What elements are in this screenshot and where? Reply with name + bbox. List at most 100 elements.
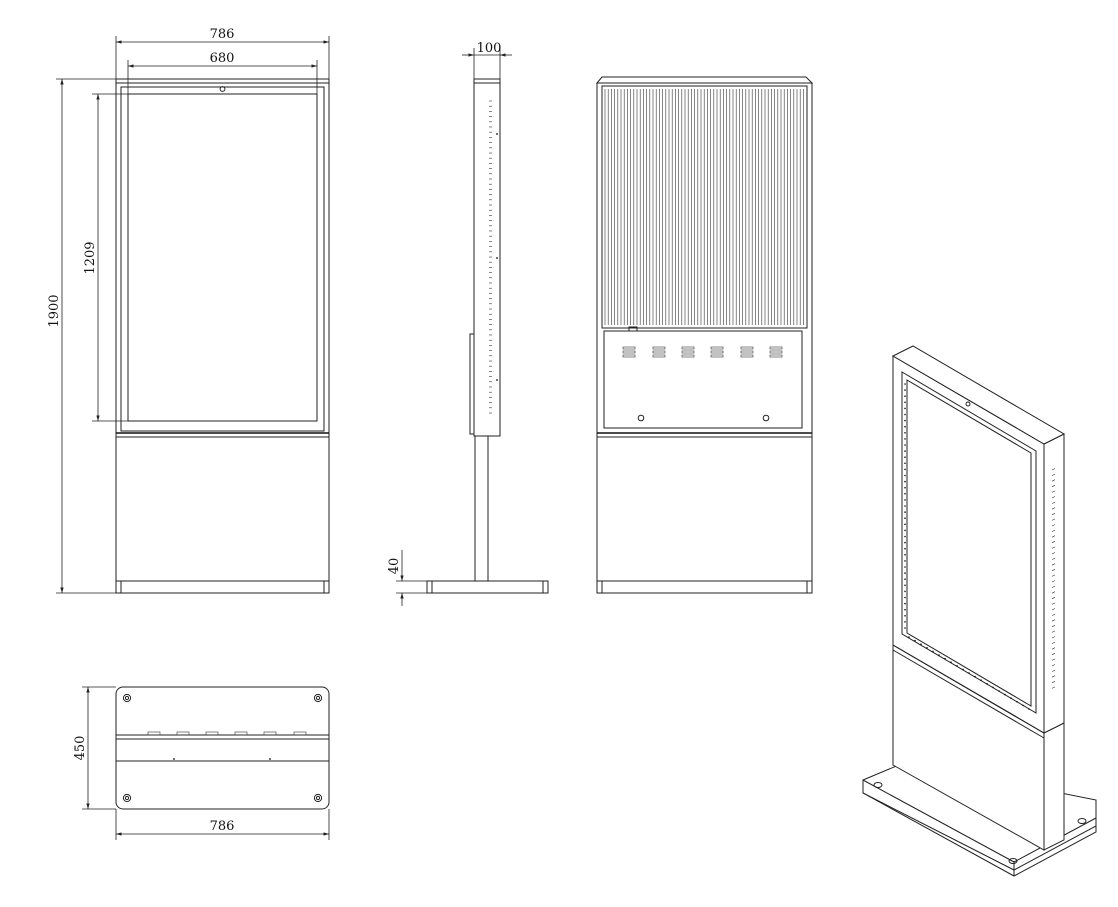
edge-dot [904,383,906,385]
edge-dot [904,395,906,398]
edge-dot [974,675,976,678]
edge-dot [938,654,940,656]
edge-dot [904,511,906,513]
vent-slot [1051,658,1056,661]
edge-dot [904,493,906,495]
top-tab [234,731,248,736]
edge-dot [1022,704,1024,707]
vent-slot [1051,473,1056,476]
edge-dot [1028,708,1030,710]
edge-dot [904,425,906,428]
dim-label-side-depth: 100 [477,41,502,56]
edge-dot [904,578,906,580]
vent-slot [769,346,783,350]
vent-slot [1051,501,1056,504]
edge-dot [920,643,922,645]
edge-dot [962,668,964,671]
dimension-top-width: 786 [115,809,330,840]
vent-slot [1051,479,1056,482]
dimension-front-width: 786 [115,27,330,79]
top-view [115,686,330,810]
vent-slot [1051,541,1056,544]
edge-dot [904,596,906,599]
vent-slot [1051,647,1056,650]
vent-slot [1051,535,1056,538]
edge-dot [992,686,994,689]
heatsink-fins [604,89,804,325]
edge-dot [904,499,906,501]
edge-dot [1010,697,1012,699]
vent-slot [681,350,695,354]
edge-dot [904,590,906,593]
vent-slot [1051,513,1056,516]
edge-dot [950,661,952,663]
top-tab [147,731,161,736]
edge-dot [968,672,970,674]
vent-slot [1051,518,1056,521]
vent-slot [1051,507,1056,510]
vent-slot [1051,608,1056,611]
edge-dot [904,450,906,452]
vent-slot [1051,580,1056,583]
vent-slot [740,350,754,354]
edge-dot [986,683,988,685]
dim-label-front-width: 786 [210,27,235,42]
edge-dot [932,650,934,653]
edge-dot [904,407,906,410]
side-view [426,78,549,594]
vent-slot [1051,546,1056,549]
dimension-side-depth: 100 [462,41,512,79]
vent-slot [740,346,754,350]
edge-dot [904,444,906,446]
top-tab [205,731,219,736]
dim-label-screen-height: 1209 [83,241,98,274]
vent-slot [1051,485,1056,488]
edge-dot [1016,701,1018,703]
edge-dot [904,621,906,623]
dim-label-total-height: 1900 [47,294,62,327]
edge-dot [904,627,906,629]
dim-label-base-thickness: 40 [387,558,402,575]
edge-dot [904,541,906,544]
edge-dot [904,474,906,477]
edge-dot [904,438,906,440]
dimension-screen-width: 680 [127,51,318,94]
edge-dot [904,413,906,416]
edge-dot [944,657,946,660]
edge-dot [904,486,906,489]
edge-dot [904,505,906,507]
vent-slot [1051,591,1056,594]
rear-view [595,76,814,594]
vent-slot [1051,625,1056,628]
top-tab [263,731,277,736]
vent-slot [710,346,724,350]
edge-dot [904,389,906,391]
vent-slot [1051,630,1056,633]
vent-slot [1051,653,1056,656]
edge-dot [926,647,928,649]
vent-slot [1051,636,1056,639]
edge-dot [956,665,958,667]
dim-label-screen-width: 680 [210,51,235,66]
edge-dot [904,554,906,556]
edge-dot [1004,693,1006,696]
vent-slot [740,354,754,358]
edge-dot [904,560,906,562]
vent-slot [1051,597,1056,600]
vent-slot [1051,664,1056,667]
vent-slot [681,346,695,350]
vent-slot [1051,574,1056,577]
edge-dot [904,419,906,422]
vent-slot [769,354,783,358]
edge-dot [904,608,906,611]
edge-dot [904,462,906,465]
camera-icon [219,86,226,92]
edge-dot [904,602,906,605]
vent-slot [681,354,695,358]
vent-slot [710,354,724,358]
edge-dot [904,535,906,538]
vent-slot [1051,681,1056,684]
vent-slot [1051,557,1056,560]
edge-dot [980,679,982,681]
